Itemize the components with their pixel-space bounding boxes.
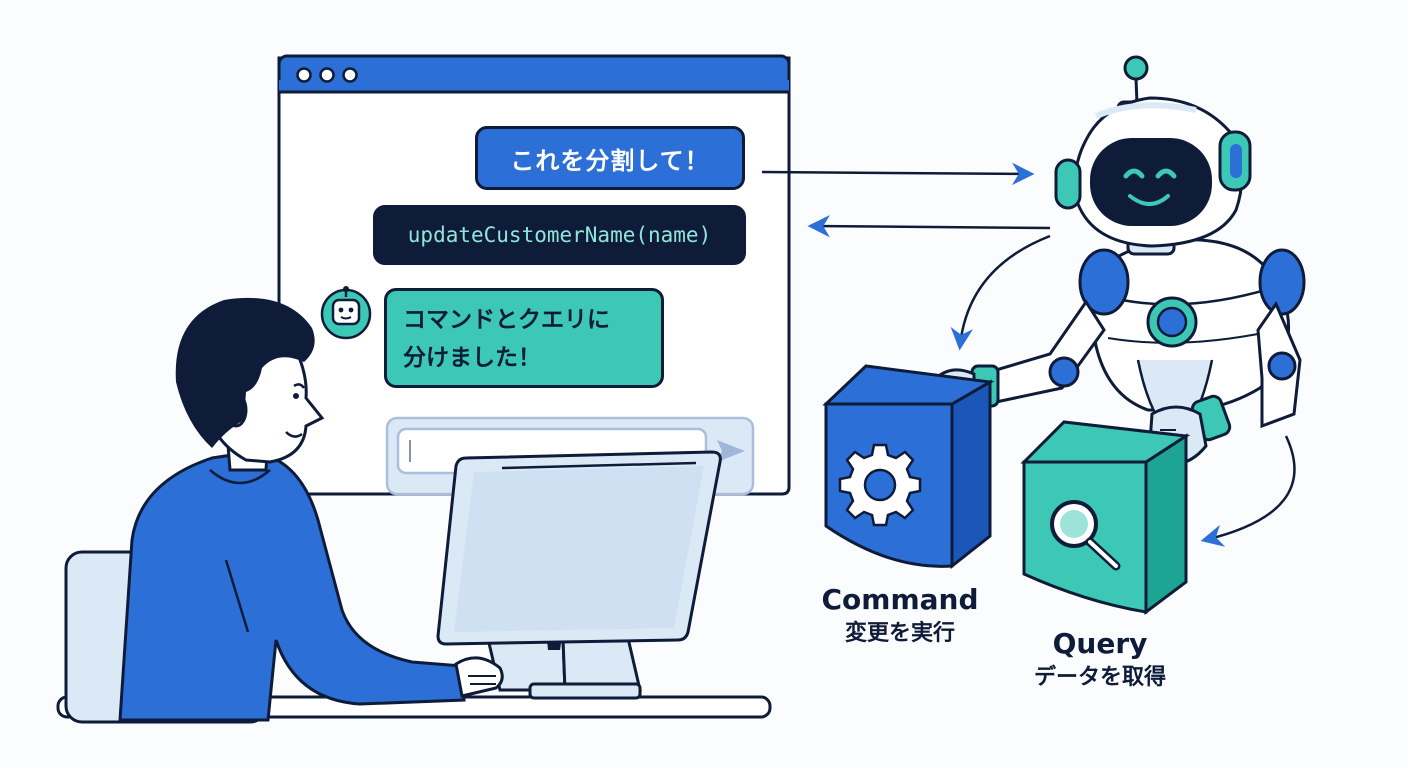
gear-icon	[838, 443, 922, 527]
window-dot-icon[interactable]	[342, 67, 358, 83]
robot-mouth	[1128, 194, 1170, 206]
flow-arrows	[761, 162, 1296, 547]
bot-reply-line-2: 分けました！	[403, 345, 541, 371]
magnifier-icon	[1050, 500, 1121, 571]
command-subtitle: 変更を実行	[844, 621, 955, 646]
chat-window	[277, 54, 791, 496]
window-dot-icon[interactable]	[319, 67, 335, 83]
command-title: Command	[821, 583, 979, 616]
command-label: Command 変更を実行	[800, 582, 1000, 650]
window-dot-icon[interactable]	[296, 67, 312, 83]
query-label: Query データを取得	[990, 626, 1210, 694]
query-cube	[1020, 420, 1191, 615]
query-arrow	[1200, 435, 1296, 547]
robot-eye	[1155, 168, 1177, 179]
person-shirt	[118, 450, 466, 722]
bot-reply-bubble: コマンドとクエリに 分けました！	[384, 288, 664, 388]
user-message-text: これを分割して！	[510, 146, 710, 175]
robot-antenna	[1123, 55, 1149, 81]
bot-avatar-icon	[320, 286, 372, 340]
code-text: updateCustomerName(name)	[407, 223, 712, 247]
person-hair	[175, 297, 315, 448]
user-message-bubble: これを分割して！	[475, 126, 745, 190]
query-title: Query	[1052, 627, 1148, 660]
robot-ear	[1054, 158, 1082, 210]
response-arrow	[807, 214, 1051, 238]
robot-visor	[1090, 138, 1212, 226]
send-icon[interactable]	[717, 440, 745, 462]
query-subtitle: データを取得	[1033, 665, 1166, 690]
robot-eye	[1123, 168, 1145, 179]
code-bubble: updateCustomerName(name)	[373, 205, 746, 265]
person	[64, 297, 504, 724]
monitor	[436, 450, 722, 700]
command-cube	[822, 364, 995, 570]
command-arrow	[950, 234, 1051, 351]
bot-reply-line-1: コマンドとクエリに	[403, 307, 610, 333]
request-arrow	[761, 162, 1035, 186]
